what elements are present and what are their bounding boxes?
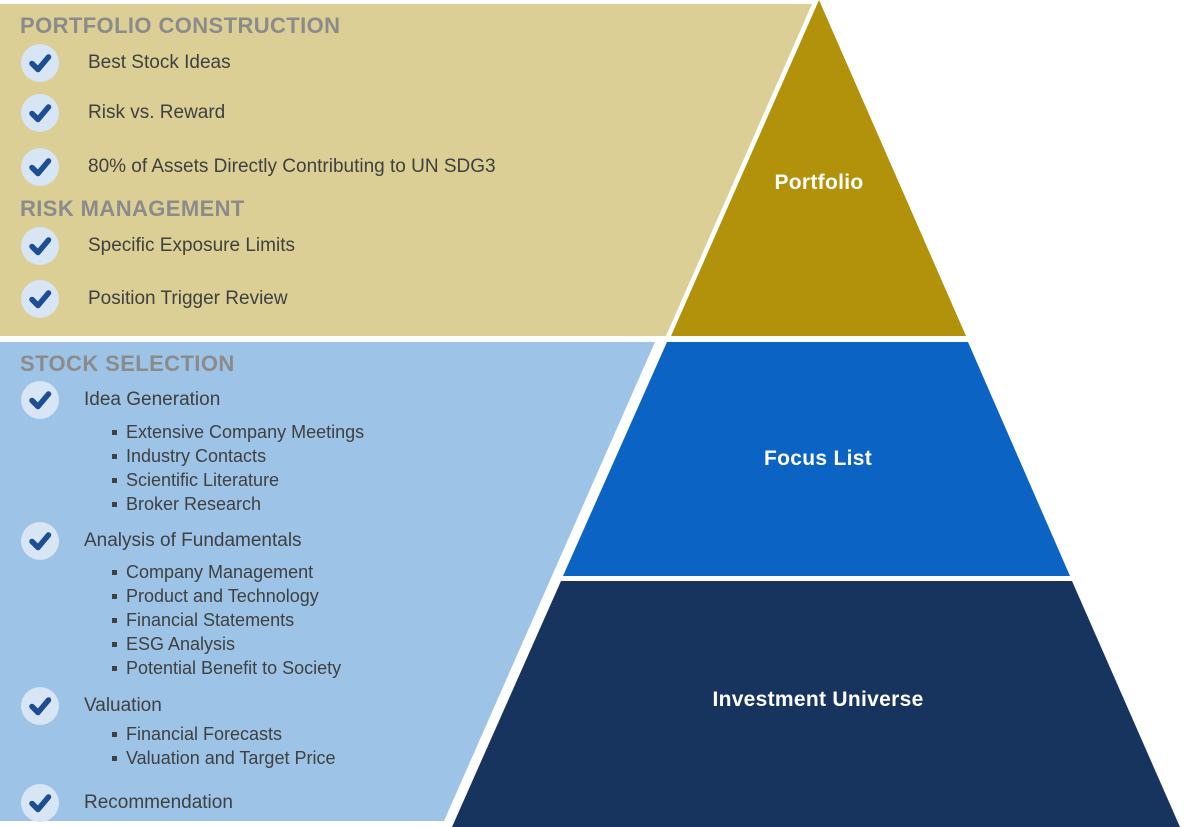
square-bullet-icon [112,593,117,599]
square-bullet-icon [112,755,117,761]
sub-item: Extensive Company Meetings [112,420,364,444]
checklist-item: 80% of Assets Directly Contributing to U… [21,148,496,186]
stock-selection-panel-shape [0,342,655,821]
sub-item: Financial Forecasts [112,722,335,746]
checklist-item-label: Risk vs. Reward [88,102,226,123]
sub-item-label: Industry Contacts [126,446,267,466]
sub-item: Scientific Literature [112,468,364,492]
sub-item-label: Product and Technology [126,586,319,606]
square-bullet-icon [112,731,117,737]
sub-item-label: Potential Benefit to Society [126,658,342,678]
sub-item: Product and Technology [112,584,341,608]
valuation-sublist: Financial Forecasts Valuation and Target… [112,722,335,770]
square-bullet-icon [112,641,117,647]
check-icon [21,784,59,822]
square-bullet-icon [112,569,117,575]
check-icon [21,148,59,186]
sub-item-label: Company Management [126,562,314,582]
checklist-item: Recommendation [21,784,233,822]
pyramid-level-focus-list-label: Focus List [763,447,872,470]
check-icon [21,94,59,132]
sub-item-label: Financial Statements [126,610,295,630]
stock-selection-title: STOCK SELECTION [20,351,235,376]
checklist-item-label: Recommendation [84,792,233,813]
square-bullet-icon [112,453,117,459]
checklist-item-label: Best Stock Ideas [88,52,231,73]
check-icon [21,280,59,318]
checklist-item-label: Valuation [84,695,162,716]
square-bullet-icon [112,429,117,435]
checklist-item-label: Position Trigger Review [88,288,288,309]
checklist-item: Analysis of Fundamentals [21,522,302,560]
check-icon [21,44,59,82]
check-icon [21,687,59,725]
checklist-item-label: Idea Generation [84,389,221,410]
analysis-of-fundamentals-sublist: Company Management Product and Technolog… [112,560,341,680]
sub-item-label: Broker Research [126,494,262,514]
check-icon [21,227,59,265]
idea-generation-sublist: Extensive Company Meetings Industry Cont… [112,420,364,516]
check-icon [21,522,59,560]
square-bullet-icon [112,477,117,483]
risk-management-title: RISK MANAGEMENT [20,196,245,221]
portfolio-construction-panel-shape [0,4,812,336]
pyramid-level-investment-universe-label: Investment Universe [712,688,924,711]
square-bullet-icon [112,617,117,623]
pyramid-level-portfolio-label: Portfolio [774,171,864,194]
checklist-item: Specific Exposure Limits [21,227,295,265]
check-icon [21,381,59,419]
portfolio-construction-title: PORTFOLIO CONSTRUCTION [20,13,341,38]
sub-item: Valuation and Target Price [112,746,335,770]
sub-item: Industry Contacts [112,444,364,468]
checklist-item: Position Trigger Review [21,280,288,318]
sub-item-label: Extensive Company Meetings [126,422,365,442]
pyramid-level-investment-universe-shape [452,581,1180,827]
checklist-item: Best Stock Ideas [21,44,231,82]
checklist-item: Valuation [21,687,162,725]
pyramid-level-focus-list-shape [563,342,1070,576]
sub-item-label: ESG Analysis [126,634,236,654]
sub-item: Company Management [112,560,341,584]
checklist-item: Risk vs. Reward [21,94,225,132]
sub-item: Potential Benefit to Society [112,656,341,680]
sub-item: ESG Analysis [112,632,341,656]
sub-item-label: Valuation and Target Price [126,748,336,768]
pyramid-level-portfolio-shape [671,0,966,336]
checklist-item: Idea Generation [21,381,220,419]
sub-item: Financial Statements [112,608,341,632]
square-bullet-icon [112,501,117,507]
checklist-item-label: 80% of Assets Directly Contributing to U… [88,156,496,177]
sub-item-label: Scientific Literature [126,470,280,490]
checklist-item-label: Specific Exposure Limits [88,235,295,256]
sub-item-label: Financial Forecasts [126,724,283,744]
square-bullet-icon [112,665,117,671]
sub-item: Broker Research [112,492,364,516]
checklist-item-label: Analysis of Fundamentals [84,530,302,551]
